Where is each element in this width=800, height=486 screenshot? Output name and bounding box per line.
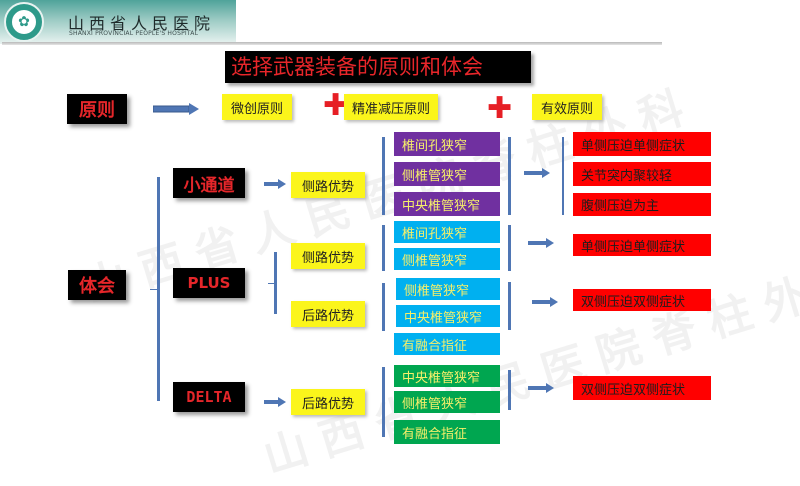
result-bilateral: 双侧压迫双侧症状: [573, 376, 711, 400]
arrow-right-icon: [264, 179, 286, 189]
bracket: [382, 137, 385, 215]
main-bracket: [157, 177, 160, 401]
channel-small: 小通道: [173, 168, 245, 198]
connector: [150, 289, 158, 290]
result-mild-facet-convergence: 关节突内聚较轻: [573, 162, 711, 186]
hospital-dove-logo-icon: ✿: [4, 2, 44, 42]
approach-lateral: 侧路优势: [291, 172, 365, 198]
arrow-right-icon: [524, 168, 550, 178]
approach-posterior: 后路优势: [291, 389, 365, 415]
indication-foraminal-stenosis: 椎间孔狭窄: [394, 132, 500, 156]
arrow-right-icon: [532, 297, 558, 307]
principles-label: 原则: [67, 94, 127, 124]
approach-posterior: 后路优势: [291, 301, 365, 327]
result-unilateral: 单侧压迫单侧症状: [573, 132, 711, 156]
result-ventral-compression: 腹侧压迫为主: [573, 193, 711, 216]
bracket: [508, 225, 511, 271]
header-divider: [2, 42, 662, 45]
arrow-right-icon: [153, 103, 199, 115]
indication-lateral-recess-stenosis: 侧椎管狭窄: [394, 248, 500, 270]
bracket: [562, 137, 564, 215]
experience-label: 体会: [68, 270, 126, 300]
bracket: [382, 283, 385, 331]
bracket: [508, 137, 511, 215]
indication-fusion: 有融合指征: [394, 333, 500, 355]
indication-lateral-recess-stenosis: 侧椎管狭窄: [396, 278, 500, 300]
bracket: [508, 282, 511, 330]
result-unilateral: 单侧压迫单侧症状: [573, 234, 711, 256]
principle-precise-decompression: 精准减压原则: [344, 94, 438, 120]
arrow-right-icon: [528, 383, 554, 393]
principle-minimally-invasive: 微创原则: [222, 94, 292, 120]
indication-fusion: 有融合指征: [394, 420, 500, 444]
bracket: [508, 370, 511, 410]
indication-lateral-recess-stenosis: 侧椎管狭窄: [394, 162, 500, 186]
bracket: [382, 225, 385, 271]
indication-central-canal-stenosis: 中央椎管狭窄: [394, 365, 500, 387]
indication-foraminal-stenosis: 椎间孔狭窄: [394, 221, 500, 243]
watermark-2: 山西省人民医院脊柱外科: [257, 248, 800, 484]
principle-effective: 有效原则: [532, 94, 602, 120]
hospital-name-en: SHANXI PROVINCIAL PEOPLE'S HOSPITAL: [69, 30, 199, 37]
plus-icon: ✚: [487, 91, 513, 126]
channel-plus: PLUS: [173, 268, 245, 298]
connector: [268, 283, 274, 284]
indication-central-canal-stenosis: 中央椎管狭窄: [396, 305, 500, 327]
indication-lateral-recess-stenosis: 侧椎管狭窄: [394, 391, 500, 413]
slide-title: 选择武器装备的原则和体会: [225, 51, 531, 83]
hospital-name-cn: 山西省人民医院: [68, 14, 216, 33]
arrow-right-icon: [528, 238, 554, 248]
plus-icon: ✚: [323, 88, 349, 123]
plus-bracket: [274, 252, 277, 314]
indication-central-canal-stenosis: 中央椎管狭窄: [394, 192, 500, 216]
result-bilateral: 双侧压迫双侧症状: [573, 289, 711, 311]
channel-delta: DELTA: [173, 382, 245, 412]
arrow-right-icon: [264, 397, 286, 407]
bracket: [382, 367, 385, 437]
approach-lateral: 侧路优势: [291, 243, 365, 269]
